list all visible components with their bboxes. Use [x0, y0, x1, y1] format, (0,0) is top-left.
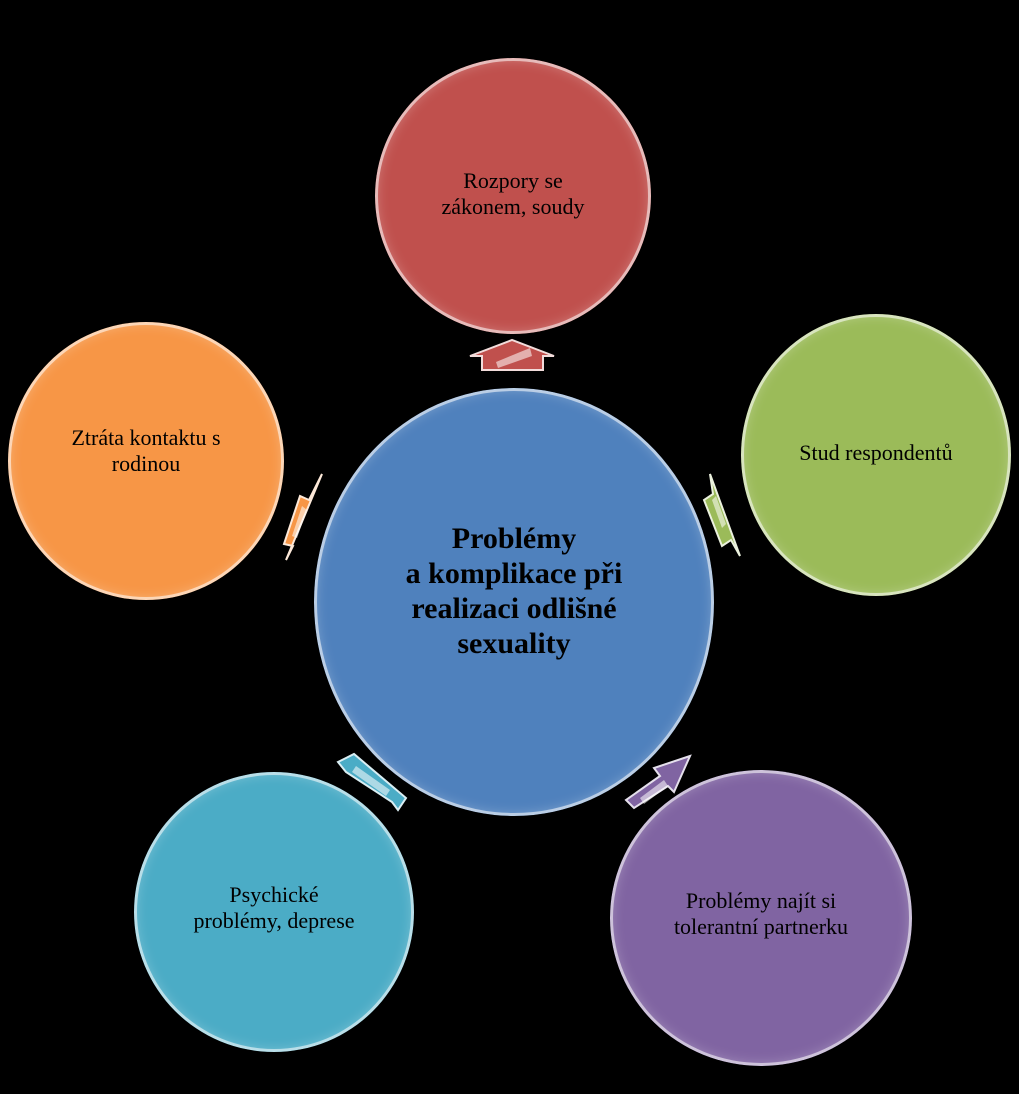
node-family-contact-loss: Ztráta kontaktu s rodinou [8, 322, 284, 600]
node-label: Problémy najít si tolerantní partnerku [673, 888, 849, 939]
node-psychological-problems: Psychické problémy, deprese [134, 772, 414, 1052]
central-node: Problémy a komplikace při realizaci odli… [314, 388, 714, 816]
node-label: Rozpory se zákonem, soudy [441, 168, 585, 219]
node-label: Psychické problémy, deprese [193, 882, 355, 933]
node-shame: Stud respondentů [741, 314, 1011, 596]
node-label: Stud respondentů [799, 440, 953, 465]
node-label: Ztráta kontaktu s rodinou [71, 425, 221, 476]
central-node-label: Problémy a komplikace při realizaci odli… [405, 522, 623, 660]
node-law-conflicts: Rozpory se zákonem, soudy [375, 58, 651, 334]
arrow-to-top [469, 338, 555, 371]
arrow-to-left [282, 473, 323, 561]
node-partner-problems: Problémy najít si tolerantní partnerku [610, 770, 912, 1066]
arrow-to-right [702, 473, 741, 557]
